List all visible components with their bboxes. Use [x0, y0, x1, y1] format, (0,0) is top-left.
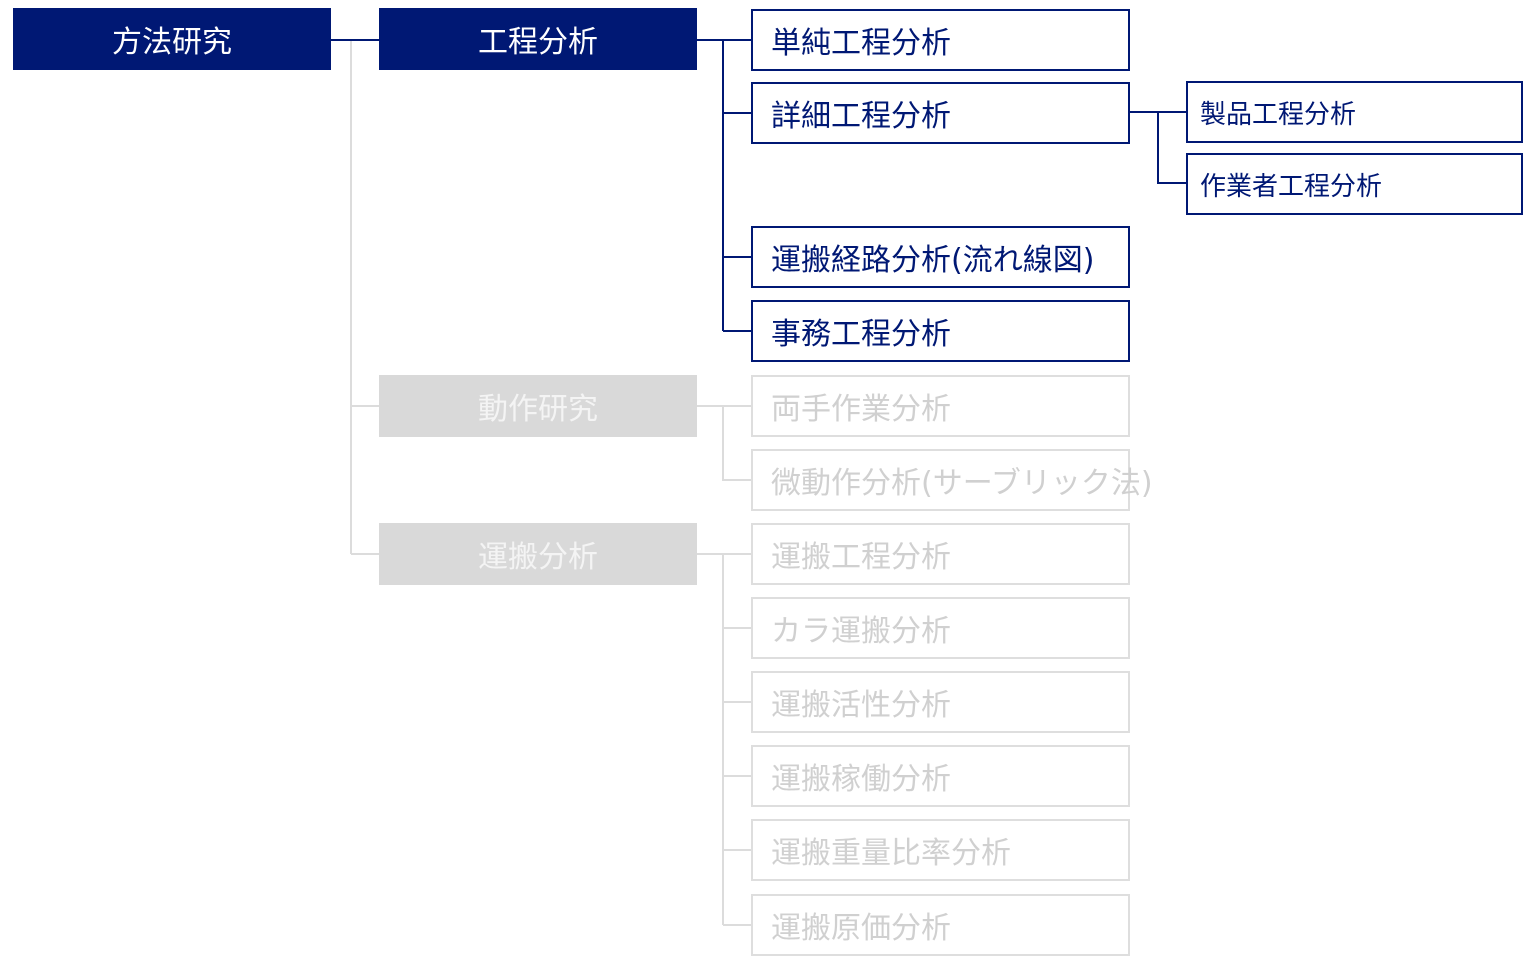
node-method-study: 方法研究: [13, 8, 331, 70]
node-handling-activity: 運搬活性分析: [751, 671, 1130, 733]
node-handling-cost: 運搬原価分析: [751, 894, 1130, 956]
node-process-analysis: 工程分析: [379, 8, 697, 70]
node-worker-process: 作業者工程分析: [1186, 153, 1523, 215]
node-empty-handling: カラ運搬分析: [751, 597, 1130, 659]
node-handling-process: 運搬工程分析: [751, 523, 1130, 585]
node-simple-process: 単純工程分析: [751, 9, 1130, 71]
node-product-process: 製品工程分析: [1186, 81, 1523, 143]
node-handling-analysis: 運搬分析: [379, 523, 697, 585]
node-therblig: 微動作分析(サーブリック法): [751, 449, 1153, 511]
node-motion-study: 動作研究: [379, 375, 697, 437]
node-flow-diagram: 運搬経路分析(流れ線図): [751, 226, 1130, 288]
node-handling-weight-ratio: 運搬重量比率分析: [751, 819, 1130, 881]
node-detailed-process: 詳細工程分析: [751, 82, 1130, 144]
node-handling-operation: 運搬稼働分析: [751, 745, 1130, 807]
node-two-hand: 両手作業分析: [751, 375, 1130, 437]
node-office-process: 事務工程分析: [751, 300, 1130, 362]
